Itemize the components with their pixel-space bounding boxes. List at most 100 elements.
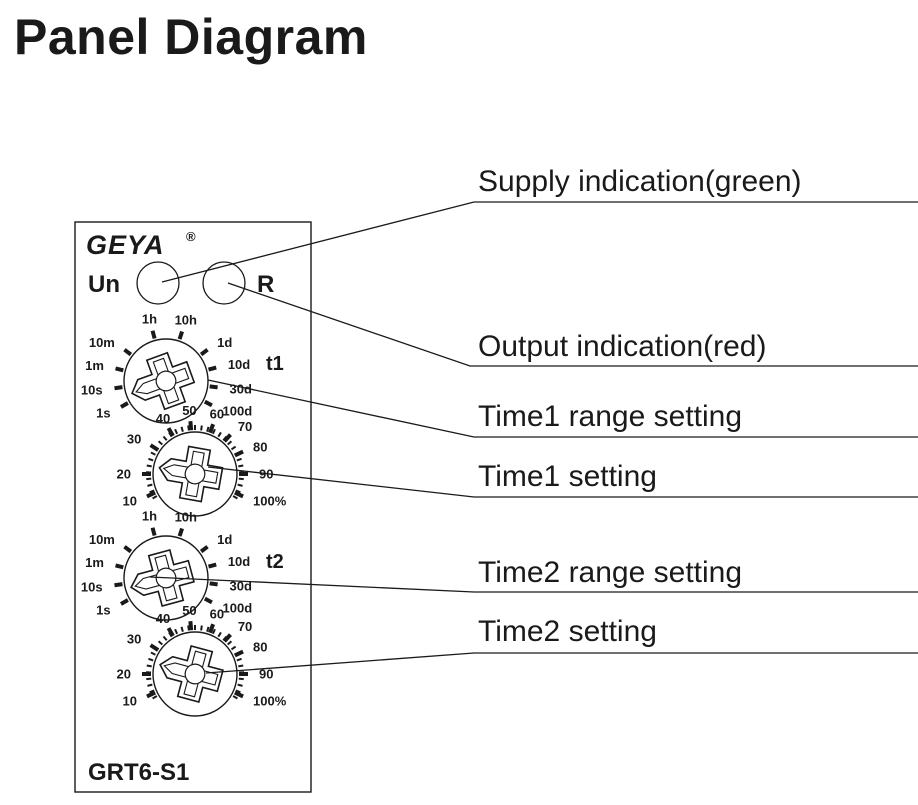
dial-minor-tick xyxy=(232,695,238,700)
output-leader-line xyxy=(227,282,918,367)
dial-scale-label: 10h xyxy=(175,313,197,328)
dial-scale-label: 60 xyxy=(210,406,224,421)
dial-scale-label: 90 xyxy=(259,667,273,682)
dial-minor-tick xyxy=(180,626,184,632)
dial-scale-label: 30 xyxy=(127,632,141,647)
dial-minor-tick xyxy=(146,664,152,668)
time1-leader-line xyxy=(207,466,918,498)
dial-scale-label: 50 xyxy=(182,403,196,418)
dial-scale-label: 80 xyxy=(253,640,267,655)
dial-minor-tick xyxy=(232,495,238,500)
dial-tick xyxy=(208,423,216,434)
dial-pointer-icon xyxy=(159,645,224,703)
dial-minor-tick xyxy=(237,483,243,487)
dial-minor-tick xyxy=(217,631,222,638)
dial-scale-label: 70 xyxy=(238,419,252,434)
dial-minor-tick xyxy=(147,683,153,687)
dial-minor-tick xyxy=(146,677,152,681)
dial-minor-tick xyxy=(162,435,168,441)
dial-scale-label: 80 xyxy=(253,440,267,455)
dial-scale-label: 10d xyxy=(228,357,250,372)
output-led xyxy=(202,261,246,305)
dial-tick xyxy=(166,627,175,637)
dial-tick xyxy=(209,384,218,390)
time2-setting-callout: Time2 setting xyxy=(478,615,657,648)
dial-tick xyxy=(234,449,244,458)
dial-tick xyxy=(203,596,213,605)
dial-tick xyxy=(123,348,133,357)
dial-tick xyxy=(119,598,129,606)
dial-minor-tick xyxy=(211,628,216,635)
dial-minor-tick xyxy=(187,625,190,631)
dial-tick xyxy=(222,633,232,643)
dial-minor-tick xyxy=(152,695,158,700)
dial-scale-label: 40 xyxy=(156,611,170,626)
supply-indication-callout: Supply indication(green) xyxy=(478,165,802,198)
time2-range-callout: Time2 range setting xyxy=(478,556,742,589)
dial-scale-label: 40 xyxy=(156,411,170,426)
dial-tick xyxy=(207,365,217,372)
dial-scale-label: 10m xyxy=(89,532,115,547)
dial-minor-tick xyxy=(146,464,152,468)
supply-leader-line xyxy=(161,201,918,283)
dial-minor-tick xyxy=(237,683,243,687)
supply-led xyxy=(136,261,180,305)
dial-minor-tick xyxy=(147,483,153,487)
brand-logo: GEYA xyxy=(86,230,165,260)
dial-scale-label: 1d xyxy=(217,532,232,547)
dial-minor-tick xyxy=(227,640,233,646)
dial-minor-tick xyxy=(235,689,241,694)
dial-minor-tick xyxy=(238,477,244,481)
dial-minor-tick xyxy=(174,428,179,435)
dial-minor-tick xyxy=(238,664,244,668)
dial-minor-tick xyxy=(157,440,163,446)
dial-minor-tick xyxy=(206,426,210,432)
dial-scale-label: 1h xyxy=(142,312,157,327)
dial-tick xyxy=(188,421,194,431)
dial-minor-tick xyxy=(149,689,155,694)
dial-minor-tick xyxy=(152,495,158,500)
dial-minor-tick xyxy=(146,477,152,481)
dial-scale-label: 1s xyxy=(96,603,110,618)
dial-tick xyxy=(188,621,194,631)
dial-minor-tick xyxy=(211,428,216,435)
dial-minor-tick xyxy=(148,457,154,462)
dial-scale-label: 100d xyxy=(223,404,253,419)
dial-tick xyxy=(234,690,244,699)
dial-scale-label: 1h xyxy=(142,509,157,524)
dial-scale-label: 1m xyxy=(85,555,104,570)
dial-minor-tick xyxy=(150,451,156,456)
dial-scale-label: 100d xyxy=(223,601,253,616)
dial-pointer-icon xyxy=(131,351,196,411)
dial-minor-tick xyxy=(149,489,155,494)
dial-scale-label: 100% xyxy=(253,494,287,509)
dial-minor-tick xyxy=(236,657,242,662)
dial-tick xyxy=(177,330,184,340)
dial-scale-label: 1d xyxy=(217,335,232,350)
led-r-label: R xyxy=(257,271,274,298)
dial-tick xyxy=(222,433,232,443)
dial-tick xyxy=(207,562,217,569)
dial-minor-tick xyxy=(227,440,233,446)
dial-tick xyxy=(149,643,160,652)
model-label: GRT6-S1 xyxy=(88,759,189,786)
dial-minor-tick xyxy=(206,626,210,632)
dial-minor-tick xyxy=(157,640,163,646)
dial-scale-label: 70 xyxy=(238,619,252,634)
dial-tick xyxy=(166,427,175,437)
dial-tick xyxy=(150,527,157,537)
dial-scale-label: 20 xyxy=(117,467,131,482)
dial-tick xyxy=(119,401,129,409)
page-title: Panel Diagram xyxy=(14,9,368,65)
dial-minor-tick xyxy=(180,426,184,432)
dial-tick xyxy=(123,545,133,554)
dial-tick xyxy=(149,443,160,452)
dial-scale-label: 10h xyxy=(175,510,197,525)
led-un-label: Un xyxy=(88,271,120,298)
dial-tick xyxy=(208,623,216,634)
dial-tick xyxy=(203,399,213,408)
